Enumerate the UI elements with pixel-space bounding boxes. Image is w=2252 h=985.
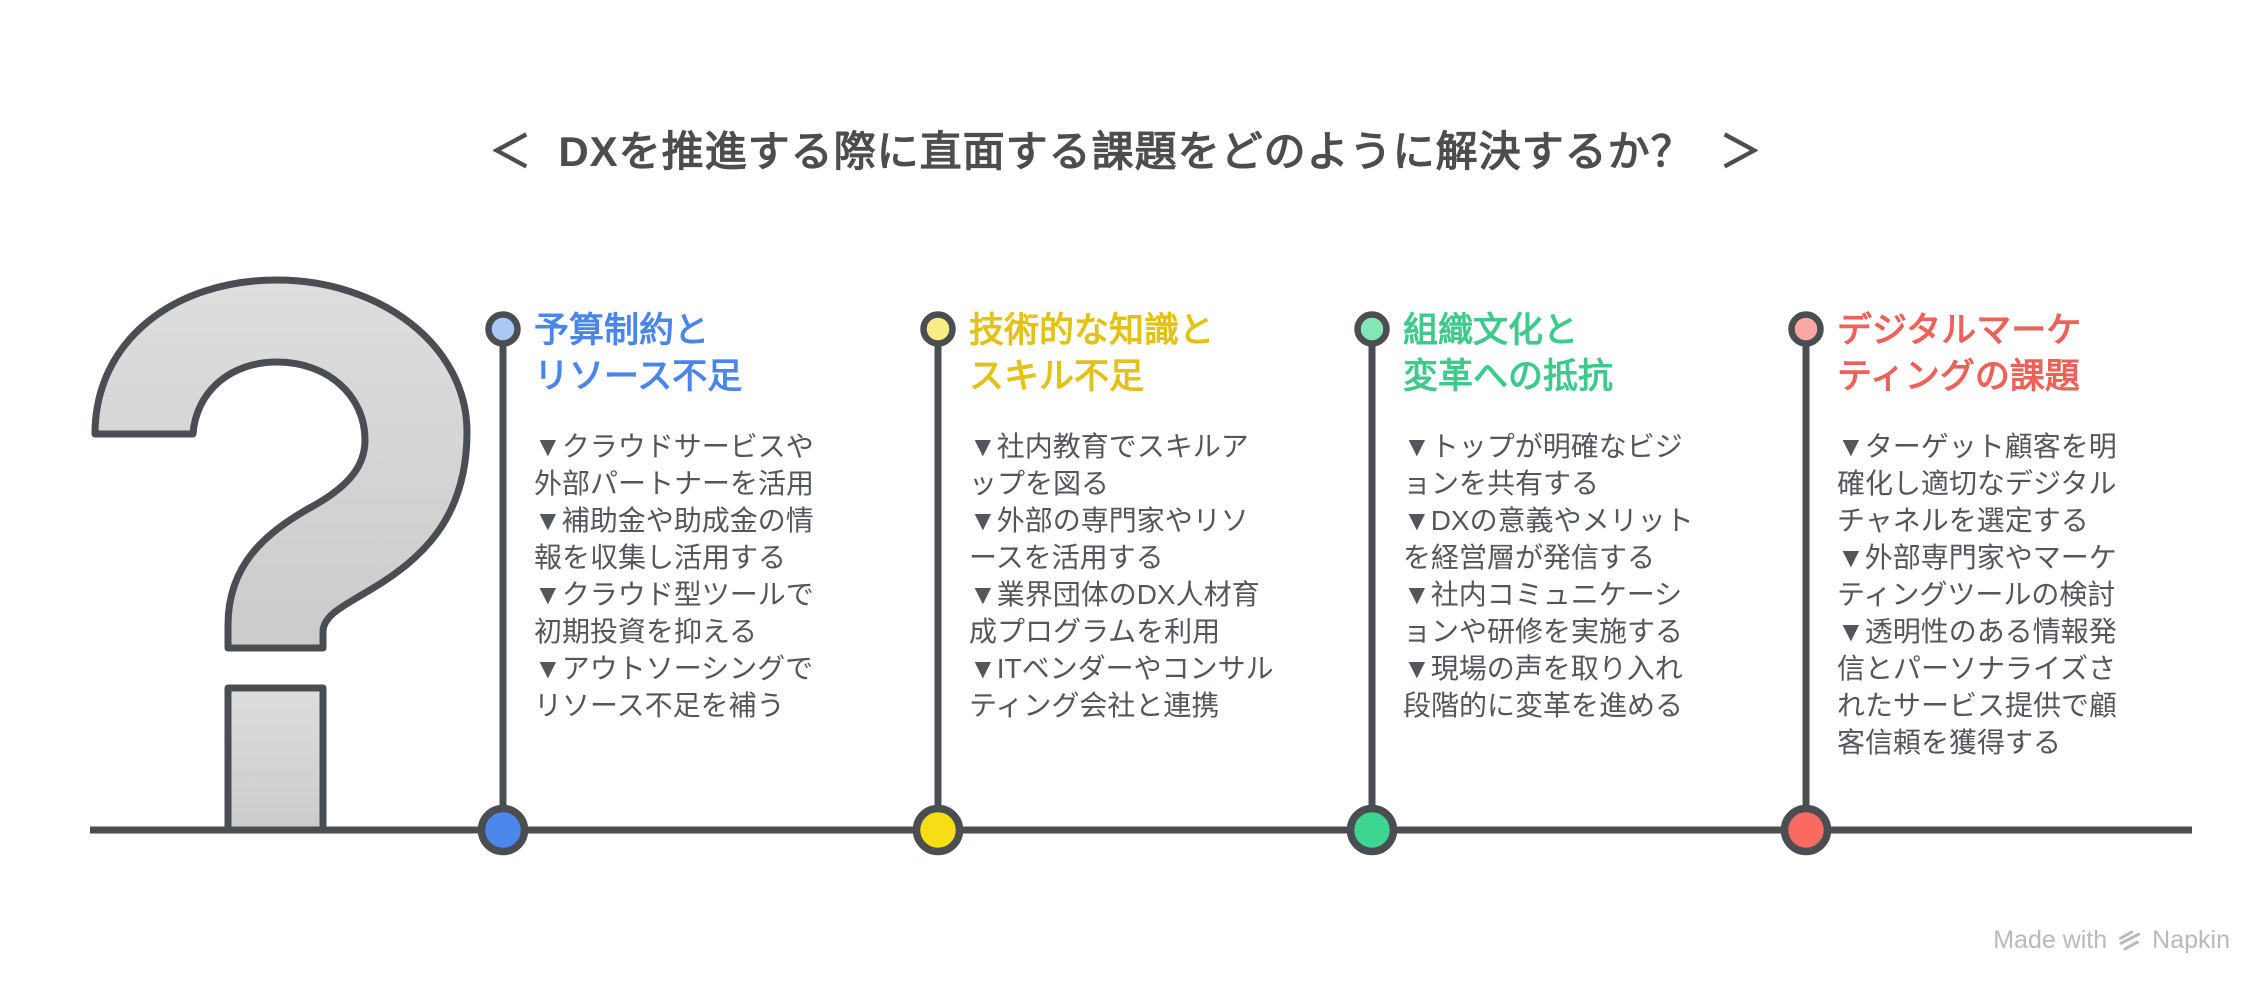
column-budget-axis-dot [477,804,529,856]
column-skills-body: ▼社内教育でスキルア ップを図る ▼外部の専門家やリソ ースを活用する ▼業界団… [969,428,1303,724]
list-item: ▼業界団体のDX人材育 成プログラムを利用 [969,579,1260,647]
column-budget-title-line1: 予算制約と [534,311,710,350]
column-budget-body: ▼クラウドサービスや 外部パートナーを活用 ▼補助金や助成金の情 報を収集し活用… [534,428,868,724]
column-marketing-top-dot [1788,311,1824,347]
list-item: ▼ターゲット顧客を明 確化し適切なデジタル チャネルを選定する [1837,431,2117,536]
column-skills-title-line1: 技術的な知識と [969,311,1215,350]
list-item: ▼アウトソーシングで リソース不足を補う [534,653,814,721]
title-left-bracket: ＜ [489,126,533,177]
column-skills-top-dot [920,311,956,347]
column-skills-title: 技術的な知識と スキル不足 [969,308,1303,400]
column-marketing-title-line2: ティングの課題 [1837,357,2080,396]
column-marketing-title-line1: デジタルマーケ [1837,311,2082,350]
column-budget-title-line2: リソース不足 [534,357,743,396]
list-item: ▼外部専門家やマーケ ティングツールの検討 [1837,542,2117,610]
list-item: ▼透明性のある情報発 信とパーソナライズさ れたサービス提供で顧 客信頼を獲得す… [1837,616,2118,758]
page-title-text: DXを推進する際に直面する課題をどのように解決するか？ [558,128,1694,175]
column-skills-axis-dot [912,804,964,856]
question-mark-hook [91,276,471,652]
column-skills-title-line2: スキル不足 [969,357,1145,396]
list-item: ▼社内コミュニケーシ ョンや研修を実施する [1403,579,1684,647]
list-item: ▼クラウドサービスや 外部パートナーを活用 [534,431,815,499]
list-item: ▼DXの意義やメリット を経営層が発信する [1403,505,1694,573]
list-item: ▼社内教育でスキルア ップを図る [969,431,1249,499]
list-item: ▼ITベンダーやコンサル ティング会社と連携 [969,653,1274,721]
column-culture-title-line2: 変革への抵抗 [1403,357,1614,396]
page-title: ＜ DXを推進する際に直面する課題をどのように解決するか？ ＞ [0,118,2252,179]
column-budget-title: 予算制約と リソース不足 [534,308,868,400]
column-skills-marker-group [912,311,964,856]
list-item: ▼トップが明確なビジ ョンを共有する [1403,431,1683,499]
column-marketing-axis-dot [1780,804,1832,856]
column-marketing-title: デジタルマーケ ティングの課題 [1837,308,2171,400]
column-budget-marker-group [477,311,529,856]
column-culture-top-dot [1354,311,1390,347]
title-right-bracket: ＞ [1719,126,1763,177]
napkin-logo-icon [2119,930,2141,951]
column-culture-axis-dot [1346,804,1398,856]
column-marketing-marker-group [1780,311,1832,856]
column-culture-title: 組織文化と 変革への抵抗 [1403,308,1737,400]
list-item: ▼補助金や助成金の情 報を収集し活用する [534,505,814,573]
list-item: ▼現場の声を取り入れ 段階的に変革を進める [1403,653,1684,721]
column-budget-top-dot [485,311,521,347]
watermark: Made with Napkin [1993,926,2230,955]
list-item: ▼クラウド型ツールで 初期投資を抑える [534,579,814,647]
column-marketing-body: ▼ターゲット顧客を明 確化し適切なデジタル チャネルを選定する ▼外部専門家やマ… [1837,428,2171,761]
column-culture-marker-group [1346,311,1398,856]
watermark-brand-text: Napkin [2152,926,2230,954]
watermark-made-with-text: Made with [1993,926,2108,954]
column-culture-body: ▼トップが明確なビジ ョンを共有する ▼DXの意義やメリット を経営層が発信する… [1403,428,1737,724]
list-item: ▼外部の専門家やリソ ースを活用する [969,505,1249,573]
column-culture-title-line1: 組織文化と [1403,311,1579,350]
question-mark-shape [91,276,471,834]
question-mark-dot [224,684,327,834]
